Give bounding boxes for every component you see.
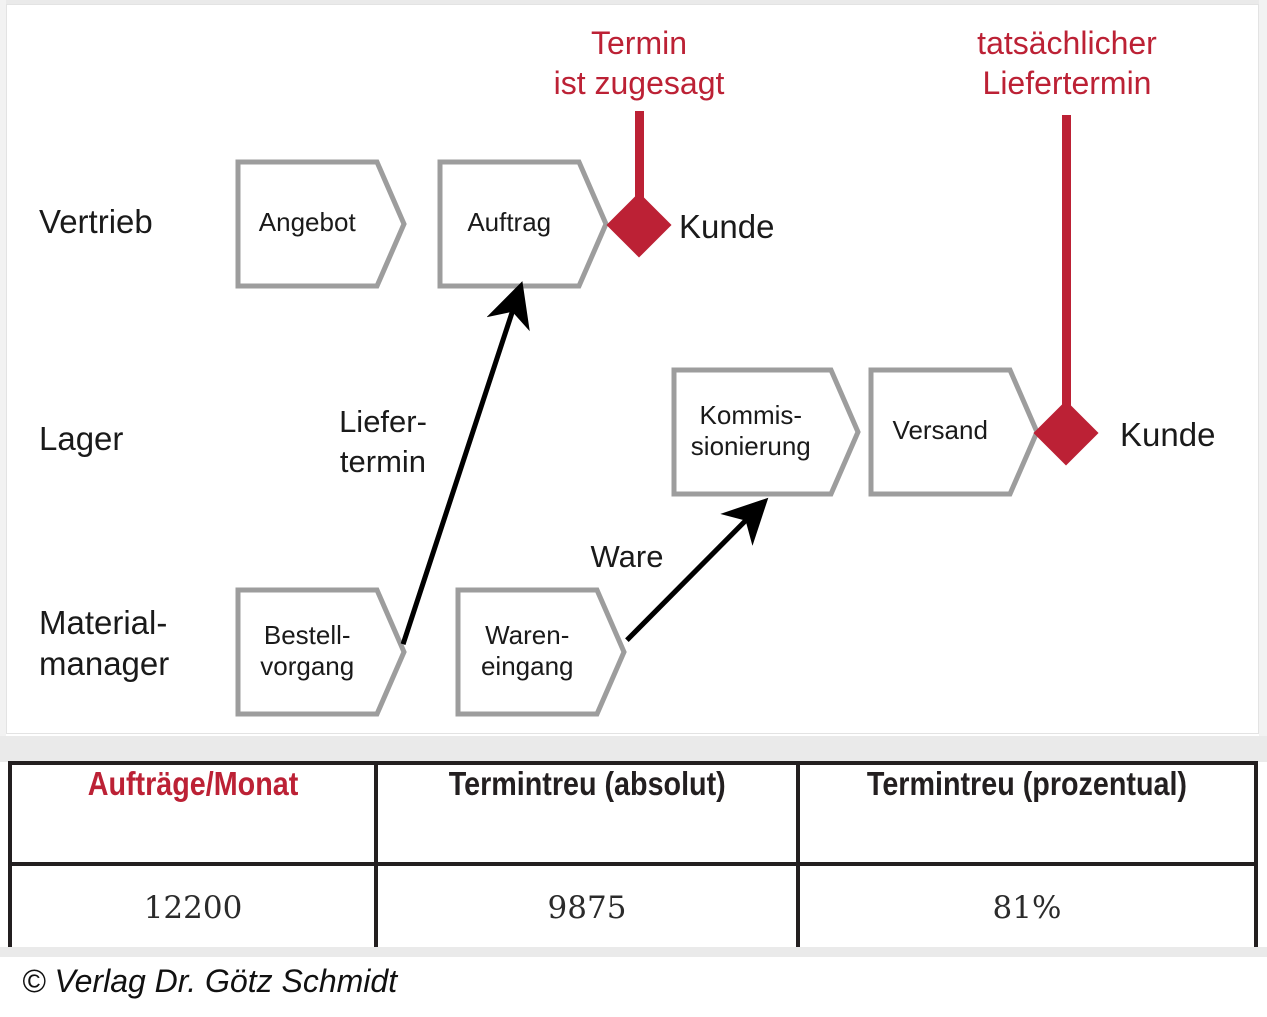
table-cell-auftraege-monat: 12200 xyxy=(8,862,378,954)
process-box-bestellvorgang[interactable]: Bestell- vorgang xyxy=(235,587,407,717)
process-diagram-panel: Vertrieb Lager Material- manager Angebot… xyxy=(6,4,1259,734)
top-edge-strip xyxy=(0,0,1267,4)
process-box-wareneingang[interactable]: Waren- eingang xyxy=(455,587,627,717)
milestone-note-termin-ist-zugesagt: Termin ist zugesagt xyxy=(553,25,725,101)
swimlane-label-lager: Lager xyxy=(39,420,124,457)
copyright-notice: © Verlag Dr. Götz Schmidt xyxy=(22,963,398,999)
swimlane-label-materialmanager: Material- manager xyxy=(39,604,170,682)
process-box-label: Angebot xyxy=(258,207,356,237)
panel-separator-band xyxy=(0,736,1267,762)
process-box-auftrag[interactable]: Auftrag xyxy=(437,159,609,289)
flow-label-ware: Ware xyxy=(590,539,664,574)
table-header-termintreu-prozentual: Termintreu (prozentual) xyxy=(796,761,1258,866)
milestone-note-tatsaechlicher-liefertermin: tatsächlicher Liefertermin xyxy=(977,25,1157,101)
chevron-shape-icon xyxy=(868,367,1040,497)
flow-label-liefertermin: Liefer- termin xyxy=(339,404,427,479)
process-box-label: Waren- eingang xyxy=(480,620,574,681)
milestone-diamond-icon-2 xyxy=(1033,400,1099,466)
swimlane-label-vertrieb: Vertrieb xyxy=(39,203,153,240)
table-bottom-band xyxy=(0,947,1267,957)
table-header-termintreu-absolut: Termintreu (absolut) xyxy=(374,761,800,866)
process-box-label: Bestell- vorgang xyxy=(260,620,355,681)
milestone-actor-label-kunde-1: Kunde xyxy=(679,208,775,245)
table-row: 12200 9875 81% xyxy=(8,862,1258,954)
process-box-label: Auftrag xyxy=(467,207,552,237)
process-box-label: Kommis- sionierung xyxy=(690,400,811,461)
table-cell-termintreu-absolut: 9875 xyxy=(374,862,800,954)
table-cell-termintreu-prozentual: 81% xyxy=(796,862,1258,954)
metrics-table: Aufträge/Monat Termintreu (absolut) Term… xyxy=(8,761,1258,954)
milestone-diamond-icon-1 xyxy=(606,192,672,258)
table-header-row: Aufträge/Monat Termintreu (absolut) Term… xyxy=(8,761,1258,866)
chevron-shape-icon xyxy=(437,159,609,289)
left-edge-strip xyxy=(0,0,6,736)
milestone-connector-line-1 xyxy=(635,111,644,211)
right-edge-strip xyxy=(1259,0,1267,736)
process-box-versand[interactable]: Versand xyxy=(868,367,1040,497)
table-header-auftraege-monat: Aufträge/Monat xyxy=(8,761,378,866)
chevron-shape-icon xyxy=(671,367,861,497)
process-box-kommissionierung[interactable]: Kommis- sionierung xyxy=(671,367,861,497)
process-box-angebot[interactable]: Angebot xyxy=(235,159,407,289)
chevron-shape-icon xyxy=(235,587,407,717)
milestone-connector-line-2 xyxy=(1062,115,1071,433)
milestone-actor-label-kunde-2: Kunde xyxy=(1120,416,1216,453)
process-box-label: Versand xyxy=(892,415,988,445)
chevron-shape-icon xyxy=(235,159,407,289)
